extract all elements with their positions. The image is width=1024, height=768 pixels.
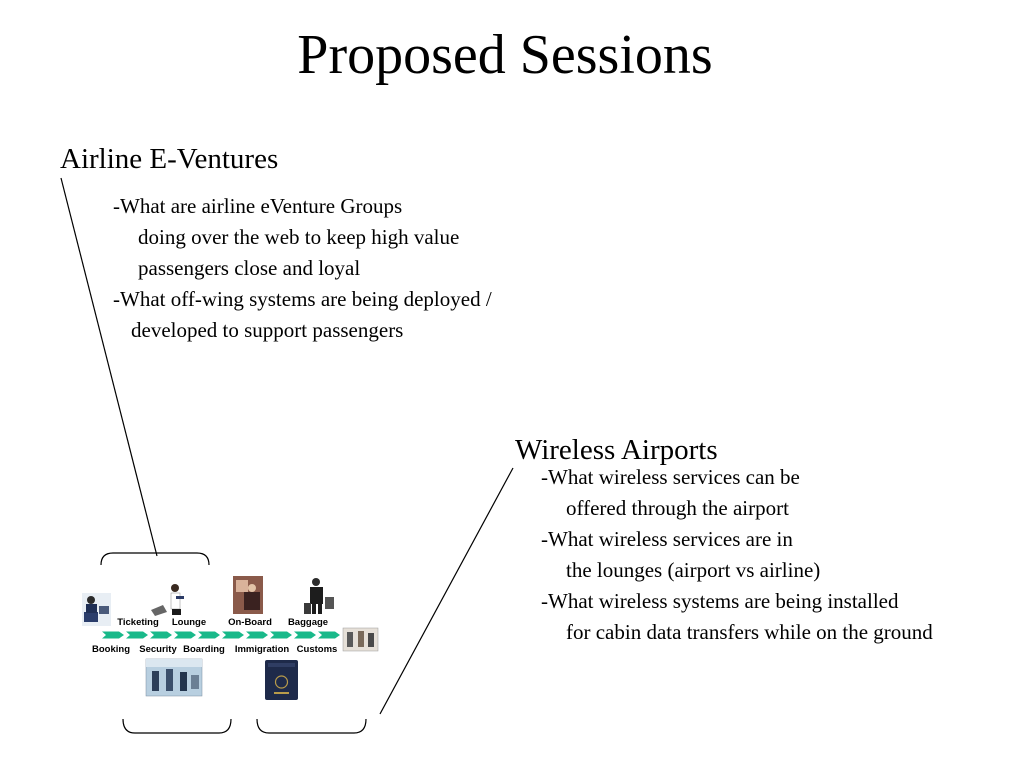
stage-label-boarding: Boarding [183,644,225,655]
bracket-bottom-right [256,718,367,734]
businessman-with-laptop-photo [151,584,184,616]
journey-arrow-segment [246,631,268,639]
baggage-traveler-photo [304,578,334,614]
passport-photo [265,660,298,700]
bullet-line: -What off-wing systems are being deploye… [113,287,492,311]
bullet-line: -What wireless services can be [541,465,800,489]
journey-arrow-segment [294,631,316,639]
journey-arrow-segment [198,631,220,639]
bullet-line: offered through the airport [566,496,789,520]
stage-label-immigration: Immigration [235,644,290,655]
customs-check-photo [342,627,379,652]
stage-label-booking: Booking [92,644,130,655]
onboard-passenger-photo [233,576,263,614]
journey-arrow-segment [318,631,340,639]
stage-label-ticketing: Ticketing [117,617,159,628]
journey-arrow-segment [102,631,124,639]
journey-arrow-segment [270,631,292,639]
journey-arrow-segment [150,631,172,639]
callout-line-wireless [379,467,514,715]
callout-line-airline [60,177,158,557]
bullet-line: -What wireless services are in [541,527,793,551]
security-checkpoint-photo [145,658,203,697]
bullet-line: doing over the web to keep high value [138,225,460,249]
bullet-line: developed to support passengers [131,318,404,342]
stage-label-lounge: Lounge [172,617,206,628]
bullet-line: -What are airline eVenture Groups [113,194,403,218]
journey-arrow-segment [222,631,244,639]
journey-arrow-chain [102,631,340,639]
bullet-line: the lounges (airport vs airline) [566,558,821,582]
session-heading-airline-e-ventures: Airline E-Ventures [60,143,279,175]
bullet-line: passengers close and loyal [138,256,361,280]
session-heading-wireless-airports: Wireless Airports [515,434,718,466]
journey-arrow-segment [174,631,196,639]
session-bullets-wireless: -What wireless services can be offered t… [541,462,933,648]
bracket-bottom-left [122,718,232,734]
bracket-top [100,552,210,566]
bullet-line: for cabin data transfers while on the gr… [566,620,933,644]
stage-label-baggage: Baggage [288,617,328,628]
stage-label-on-board: On-Board [228,617,272,628]
page-title: Proposed Sessions [297,24,713,86]
session-bullets-airline: -What are airline eVenture Groups doing … [113,191,492,346]
stage-label-customs: Customs [297,644,338,655]
stage-label-security: Security [139,644,177,655]
bullet-line: -What wireless systems are being install… [541,589,899,613]
traveler-at-computer-photo [82,593,111,626]
journey-arrow-segment [126,631,148,639]
